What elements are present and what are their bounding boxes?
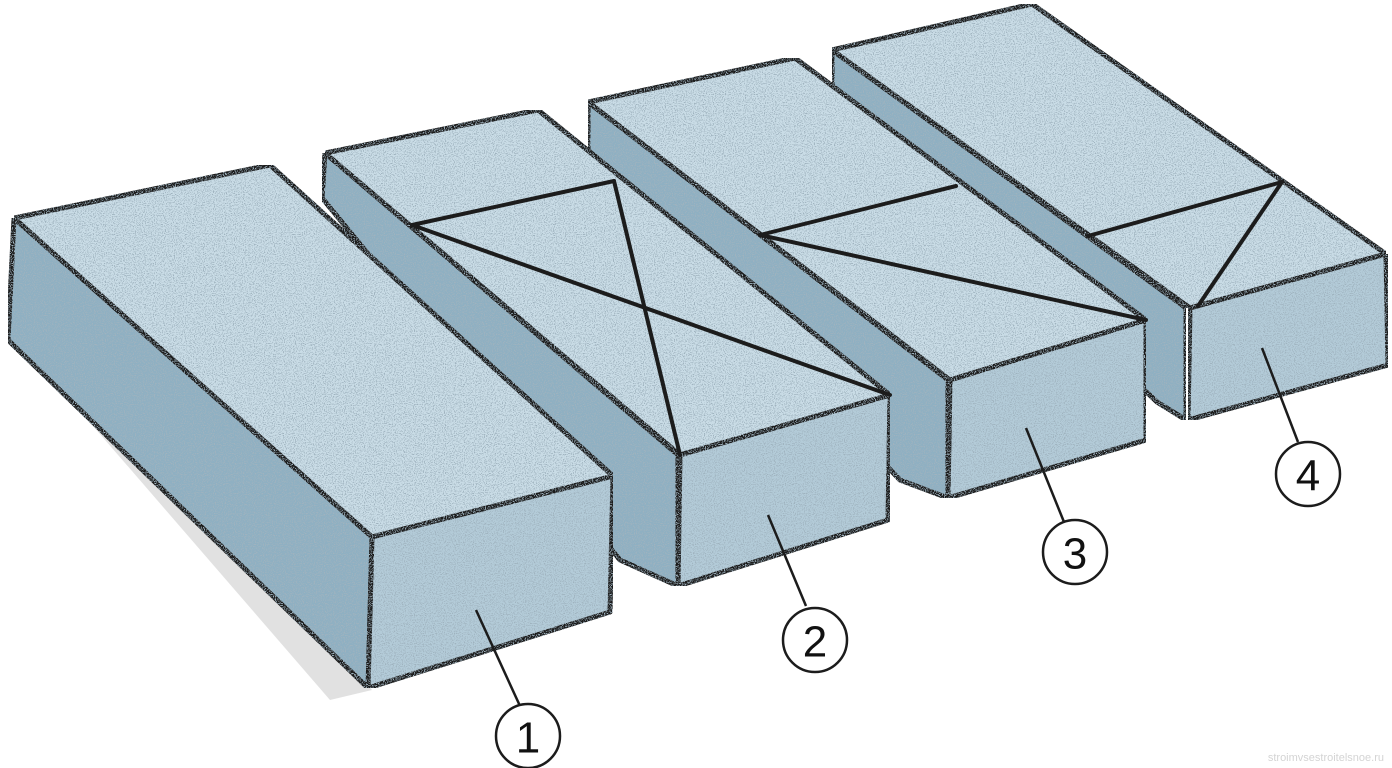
block-4-cut-line-1 [1086,180,1284,238]
block-3-cut-line-2 [758,233,1148,322]
block-2-cut-line-3 [612,179,682,457]
block-2-cut-line-2 [410,223,892,397]
block-3-cut-line-1 [758,184,958,237]
callout-4: 4 [1274,440,1342,508]
block-1 [5,162,616,691]
callout-label-2: 2 [803,618,827,667]
block-2-front [675,392,893,589]
block-1-front [365,473,616,691]
block-3-front [945,317,1149,501]
leader-line-1 [474,609,522,707]
block-4-cut-line-2 [1196,180,1284,308]
block-4-front [1185,251,1391,423]
leader-line-2 [766,514,808,607]
leader-lines [474,347,1300,707]
block-2-cut-line-1 [410,179,616,227]
callout-3: 3 [1041,518,1109,586]
callout-2: 2 [781,606,849,674]
callout-label-3: 3 [1063,530,1087,579]
callout-1: 1 [494,702,562,768]
watermark: stroimvsestroitelsnoe.ru [1267,752,1384,764]
leader-line-3 [1024,427,1066,523]
leader-line-4 [1260,347,1300,443]
callout-label-4: 4 [1296,452,1320,501]
callout-label-1: 1 [516,714,540,763]
